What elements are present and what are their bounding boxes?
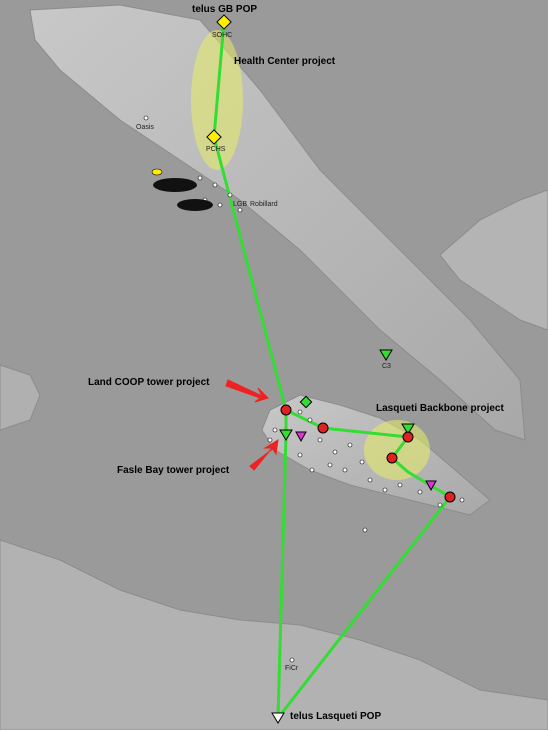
north-island (29, 4, 526, 441)
c3-code: C3 (382, 363, 391, 370)
lgb-code: LGB (233, 201, 248, 208)
link-landcoop-center (284, 408, 325, 430)
network-links (212, 20, 452, 720)
east-land (439, 189, 548, 331)
land-coop-label: Land COOP tower project (88, 377, 210, 388)
link-east-lasqueti-pop (276, 495, 452, 720)
robillard-code: Robillard (250, 201, 278, 208)
fasle-bay-label: Fasle Bay tower project (117, 465, 230, 476)
west-land (0, 364, 41, 431)
callout-arrows (225, 379, 279, 471)
link-pchs-landcoop (212, 135, 288, 412)
telus-gb-pop-label: telus GB POP (192, 4, 258, 15)
landcoop-arrow-icon (225, 379, 269, 403)
telus-lasqueti-pop-marker (271, 712, 285, 724)
fasle-arrow-icon (249, 439, 279, 471)
backbone-green-marker (401, 423, 415, 435)
center-tower-marker (317, 422, 329, 434)
east-tower-marker (444, 491, 456, 503)
property-dots (143, 115, 465, 663)
south-mainland (0, 539, 548, 730)
sohc-code: SOHC (212, 32, 233, 39)
pchs-code: PCHS (206, 146, 226, 153)
magenta-marker-1 (295, 431, 307, 443)
lasqueti-backbone-label: Lasqueti Backbone project (376, 403, 504, 414)
health-center-label: Health Center project (234, 56, 336, 67)
c3-marker (379, 349, 393, 361)
link-fasle-lasqueti-pop (276, 433, 288, 720)
property-clusters (153, 178, 213, 211)
link-sohc-pchs (212, 20, 226, 139)
ficr-code: FiCr (285, 665, 299, 672)
pchs-marker (206, 129, 222, 145)
green-diamond-marker (299, 395, 313, 409)
link-center-backbone (321, 426, 410, 439)
sohc-marker (216, 14, 232, 30)
magenta-marker-2 (425, 480, 437, 492)
backbone-tower-2 (386, 452, 398, 464)
oasis-code: Oasis (136, 124, 154, 131)
yellow-site-marker (151, 168, 163, 176)
fasle-tower-marker (279, 429, 293, 441)
landcoop-tower-marker (280, 404, 292, 416)
backbone-tower-1 (402, 431, 414, 443)
telus-lasqueti-pop-label: telus Lasqueti POP (290, 711, 382, 722)
